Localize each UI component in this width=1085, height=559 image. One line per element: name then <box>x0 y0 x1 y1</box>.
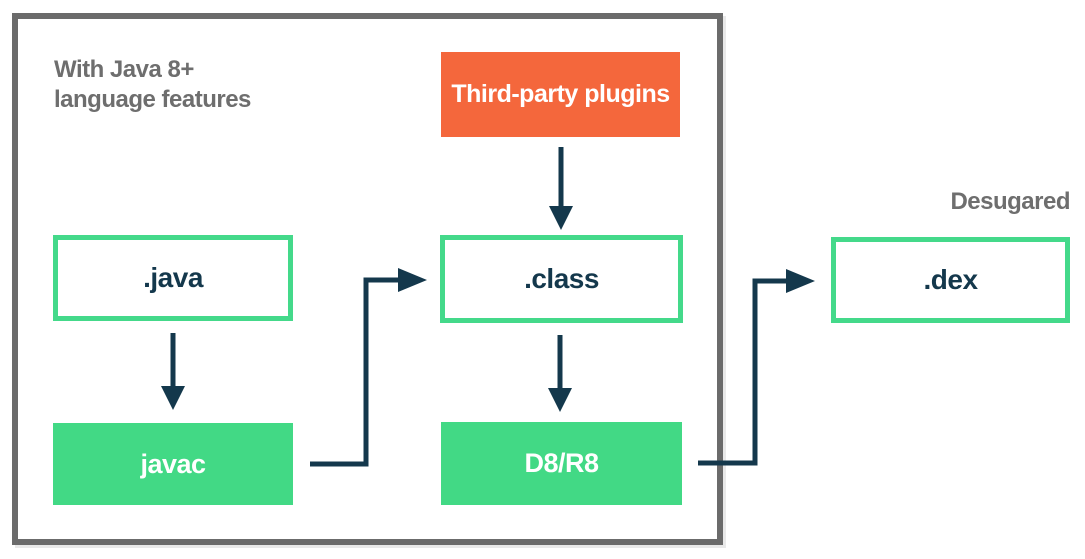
node-java-file-label: .java <box>143 262 203 293</box>
node-class-file-label: .class <box>524 263 599 294</box>
node-javac-tool-label: javac <box>140 448 206 479</box>
frame-label: With Java 8+ language features <box>54 55 251 115</box>
node-d8r8-tool: D8/R8 <box>441 422 682 505</box>
node-javac-tool: javac <box>53 423 293 505</box>
desugared-annotation: Desugared <box>950 188 1070 215</box>
node-java-file: .java <box>53 235 293 321</box>
frame-label-line1: With Java 8+ <box>54 56 194 83</box>
frame-label-line2: language features <box>54 86 251 113</box>
node-dex-file: .dex <box>831 237 1070 323</box>
node-dex-file-label: .dex <box>923 264 978 295</box>
node-d8r8-tool-label: D8/R8 <box>524 448 599 478</box>
node-class-file: .class <box>440 235 683 323</box>
node-third-party-plugins: Third-party plugins <box>441 52 680 137</box>
node-third-party-plugins-label: Third-party plugins <box>451 80 670 108</box>
